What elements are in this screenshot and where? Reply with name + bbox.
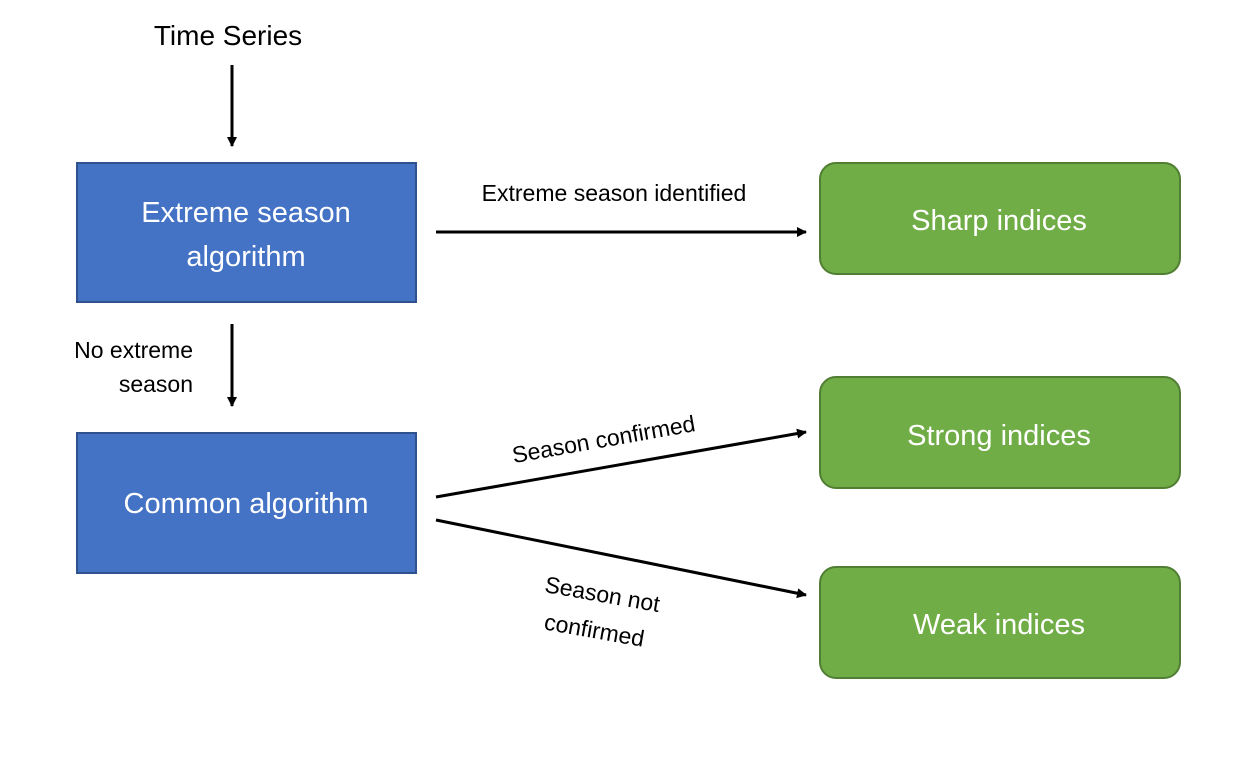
- time-series-label: Time Series: [154, 20, 302, 51]
- extreme-season-algorithm-box: Extreme season algorithm: [76, 162, 417, 303]
- sharp-indices-box: Sharp indices: [819, 162, 1181, 275]
- weak-indices-label: Weak indices: [913, 609, 1085, 641]
- extreme-season-algorithm-label-line1: Extreme season: [141, 197, 351, 229]
- strong-indices-rect: [819, 376, 1181, 489]
- common-algorithm-box: Common algorithm: [76, 432, 417, 574]
- arrow-common-to-weak: [435, 518, 807, 599]
- strong-indices-box: Strong indices: [819, 376, 1181, 489]
- weak-indices-box: Weak indices: [819, 566, 1181, 679]
- strong-indices-label: Strong indices: [907, 420, 1091, 452]
- sharp-indices-label: Sharp indices: [911, 205, 1087, 237]
- extreme-season-identified-label: Extreme season identified: [482, 180, 747, 206]
- no-extreme-season-label-line1: No extreme: [74, 337, 193, 363]
- no-extreme-season-label-line2: season: [119, 371, 193, 397]
- sharp-indices-rect: [819, 162, 1181, 275]
- season-not-confirmed-label-line2: confirmed: [542, 609, 646, 652]
- common-algorithm-label: Common algorithm: [124, 488, 369, 520]
- season-confirmed-label: Season confirmed: [510, 410, 697, 468]
- extreme-season-algorithm-rect: [76, 162, 417, 303]
- extreme-season-algorithm-label-line2: algorithm: [186, 241, 305, 273]
- weak-indices-rect: [819, 566, 1181, 679]
- common-algorithm-rect: [76, 432, 417, 574]
- arrow-common-to-strong: [435, 428, 807, 499]
